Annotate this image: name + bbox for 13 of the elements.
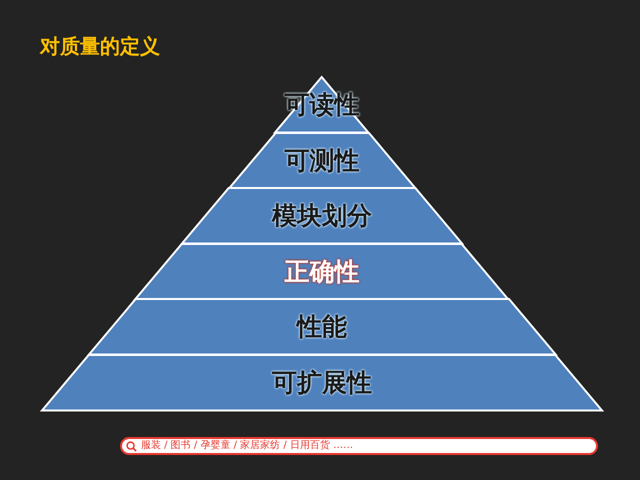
layer-label: 性能	[296, 314, 347, 340]
layer-label: 模块划分	[272, 203, 372, 228]
pyramid-layer	[226, 132, 418, 189]
pyramid-layer	[40, 354, 604, 411]
layer-label: 可读性	[284, 92, 360, 118]
pyramid-layer	[86, 298, 558, 356]
pyramid-layer	[180, 187, 464, 244]
pyramid-layer	[133, 242, 511, 300]
layer-label: 可扩展性	[272, 370, 372, 395]
layer-label: 可测性	[284, 148, 360, 173]
layer-label: 正确性	[284, 258, 360, 284]
slide-title: 对质量的定义	[40, 36, 160, 56]
search-field: 服装 / 图书 / 孕婴童 / 家居家纺 / 日用百货 ……	[120, 437, 598, 455]
